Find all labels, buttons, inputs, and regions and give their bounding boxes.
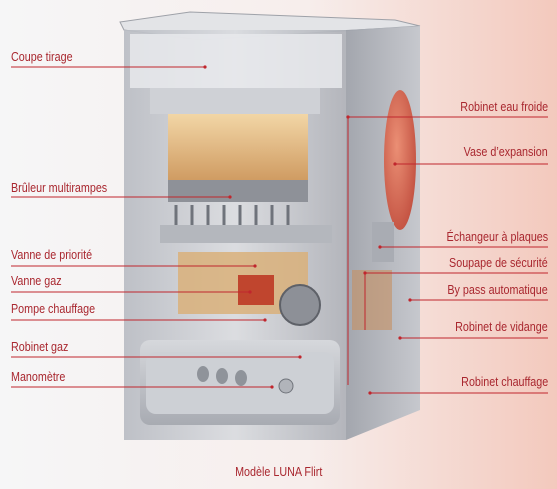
leader-right-end-4 (408, 298, 412, 302)
leader-left-end-5 (298, 355, 302, 359)
callout-right-3: Soupape de sécurité (449, 256, 548, 270)
leader-right-end-6 (368, 391, 372, 395)
leader-left-end-6 (270, 385, 274, 389)
pipework (352, 270, 392, 330)
pump (279, 284, 321, 326)
leader-lines (11, 65, 548, 395)
callout-right-0: Robinet eau froide (460, 100, 548, 114)
model-caption-text: Modèle LUNA Flirt (234, 465, 323, 479)
leader-left-end-0 (203, 65, 207, 69)
leader-right-end-2 (378, 245, 382, 249)
model-caption: Modèle LUNA Flirt (0, 465, 557, 479)
callout-left-5: Robinet gaz (11, 340, 69, 354)
leader-left-end-2 (253, 264, 257, 268)
plate-exchanger (372, 222, 394, 262)
callout-right-1: Vase d’expansion (463, 145, 548, 159)
callout-right-6: Robinet chauffage (460, 375, 548, 389)
leader-left-end-1 (228, 195, 232, 199)
callout-left-4: Pompe chauffage (11, 302, 96, 316)
flue-duct (150, 88, 320, 114)
burner-manifold (160, 225, 332, 243)
callout-left-3: Vanne gaz (11, 274, 62, 288)
callout-right-5: Robinet de vidange (455, 320, 548, 334)
burner-ramps (174, 205, 290, 225)
gas-valve (238, 275, 274, 305)
panel-buttons (197, 366, 247, 386)
boiler-casing (119, 11, 421, 440)
leader-left-end-4 (263, 318, 267, 322)
leader-right-end-5 (398, 336, 402, 340)
heat-exchanger (168, 180, 308, 202)
callout-left-6: Manomètre (11, 370, 66, 384)
callout-left-2: Vanne de priorité (11, 248, 93, 262)
leader-left-end-3 (248, 290, 252, 294)
callout-left-0: Coupe tirage (11, 50, 73, 64)
callout-left-1: Brûleur multirampes (11, 181, 108, 195)
expansion-vessel (384, 90, 416, 230)
pressure-gauge (278, 378, 294, 394)
leader-right-end-1 (393, 162, 397, 166)
callout-right-2: Échangeur à plaques (446, 230, 548, 244)
callout-right-4: By pass automatique (447, 283, 548, 297)
draft-hood (130, 34, 342, 88)
